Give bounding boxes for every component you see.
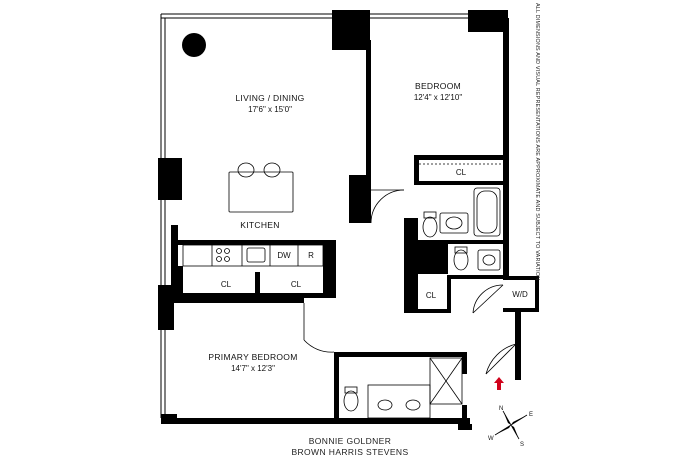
column-icon (182, 33, 206, 57)
disclaimer: ALL DIMENSIONS AND VISUAL REPRESENTATION… (527, 3, 540, 280)
compass-w: W (488, 436, 494, 442)
closet-hall-label: CL (426, 291, 437, 300)
closet-kitchen-left-label: CL (221, 280, 232, 289)
entry-arrow-icon (494, 377, 504, 390)
compass-e: E (529, 412, 533, 418)
agent-name: BONNIE GOLDNER (308, 436, 392, 446)
refrigerator-label: R (308, 251, 314, 260)
fixtures (182, 162, 503, 419)
compass-n: N (499, 406, 503, 412)
bedroom-size: 12'4" x 12'10" (414, 93, 462, 102)
dishwasher-label: DW (277, 251, 291, 260)
brokerage-name: BROWN HARRIS STEVENS (291, 447, 409, 457)
room-labels: LIVING / DINING 17'6" x 15'0" BEDROOM 12… (208, 81, 528, 373)
walls (158, 10, 539, 430)
washer-dryer-label: W/D (512, 290, 528, 299)
compass-icon: N E S W (488, 406, 533, 448)
window-walls (160, 13, 470, 418)
kitchen-label: KITCHEN (240, 220, 279, 230)
living-dining-size: 17'6" x 15'0" (248, 105, 292, 114)
bedroom-label: BEDROOM (415, 81, 461, 91)
disclaimer-text: ALL DIMENSIONS AND VISUAL REPRESENTATION… (534, 3, 540, 281)
living-dining-label: LIVING / DINING (235, 93, 304, 103)
compass-s: S (520, 442, 524, 448)
closet-bedroom-label: CL (456, 168, 467, 177)
door-swings (303, 189, 517, 375)
closet-kitchen-right-label: CL (291, 280, 302, 289)
primary-bedroom-label: PRIMARY BEDROOM (208, 352, 297, 362)
primary-bedroom-size: 14'7" x 12'3" (231, 364, 275, 373)
